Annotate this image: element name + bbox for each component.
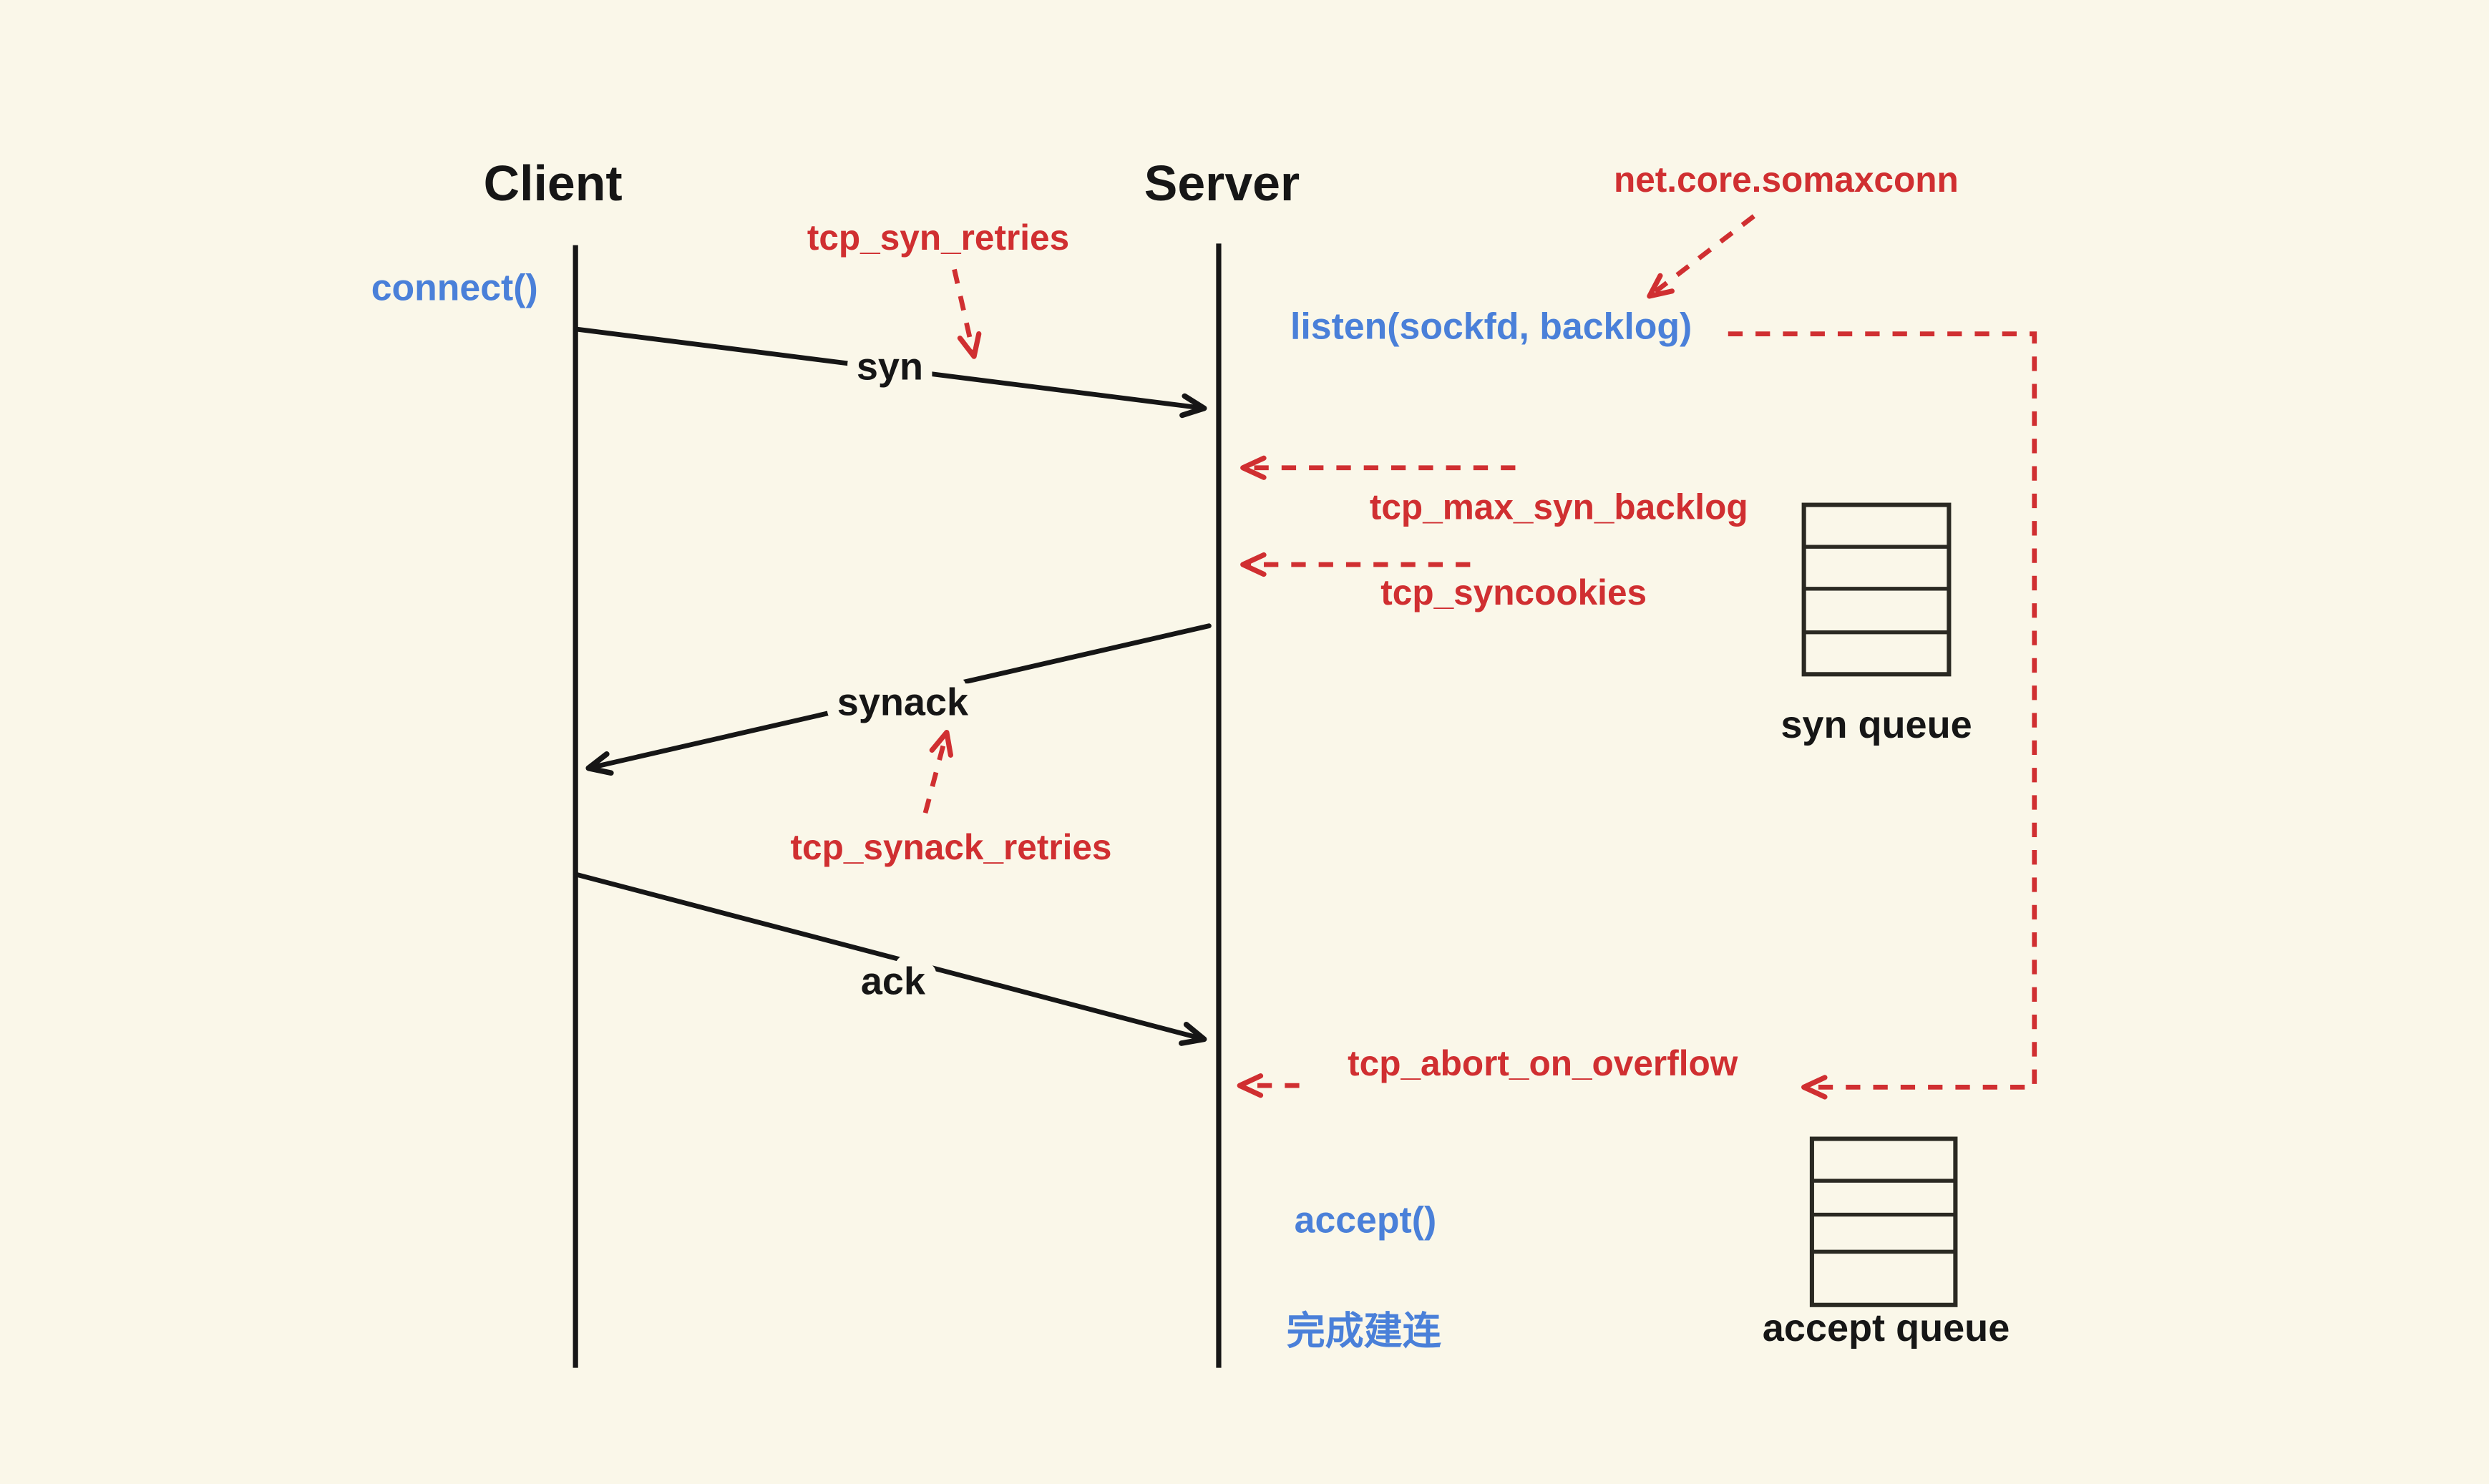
accept-queue-box: [1809, 1136, 1958, 1307]
client-title: Client: [484, 155, 623, 211]
syn-queue-label: syn queue: [1781, 703, 1972, 746]
somaxconn-arrow: [1647, 214, 1755, 299]
net-core-somaxconn-label: net.core.somaxconn: [1614, 160, 1959, 200]
tcp-abort-on-overflow-label: tcp_abort_on_overflow: [1348, 1043, 1738, 1083]
tcp-syncookies-label: tcp_syncookies: [1380, 572, 1647, 612]
connect-call-label: connect(): [371, 266, 538, 308]
listen-call-label: listen(sockfd, backlog): [1290, 306, 1692, 347]
syn-label: syn: [857, 346, 923, 389]
synack-label: synack: [837, 680, 969, 723]
accept-queue-label: accept queue: [1763, 1307, 2010, 1349]
synack-arrow: [585, 623, 1212, 776]
syn-queue: syn queue: [1781, 502, 1972, 746]
accept-call-label: accept(): [1295, 1199, 1437, 1240]
tcp-synack-retries-label: tcp_synack_retries: [791, 827, 1112, 867]
tcp-synack-retries-arrow: [922, 729, 954, 814]
tcp-syn-retries-arrow: [952, 268, 982, 359]
connection-established-label: 完成建连: [1287, 1310, 1442, 1353]
server-title: Server: [1144, 155, 1300, 211]
tcp-syn-retries-label: tcp_syn_retries: [807, 218, 1069, 258]
ack-arrow: [573, 872, 1207, 1046]
syn-arrow: [573, 326, 1207, 419]
accept-queue: accept queue: [1763, 1136, 2010, 1349]
ack-label: ack: [861, 960, 926, 1002]
tcp-max-syn-backlog-label: tcp_max_syn_backlog: [1370, 487, 1748, 527]
